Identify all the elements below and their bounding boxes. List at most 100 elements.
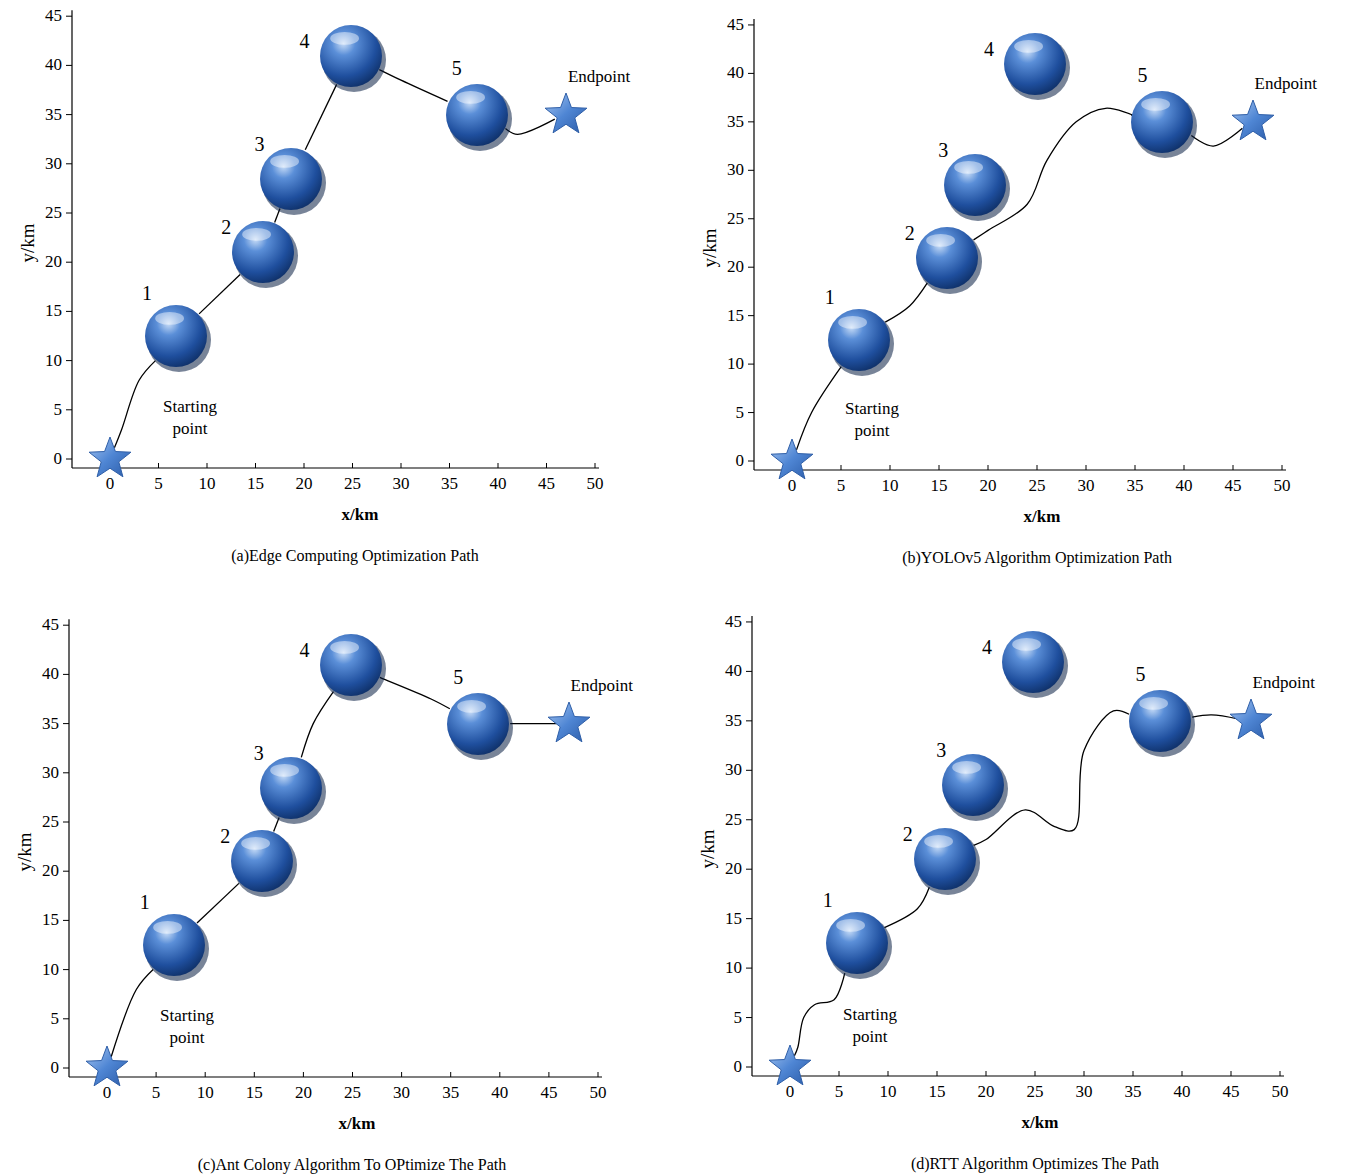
sphere-icon bbox=[142, 913, 206, 977]
point-label: Starting point bbox=[147, 1005, 227, 1049]
y-tick-label: 35 bbox=[22, 105, 62, 125]
x-tick-label: 25 bbox=[1015, 1082, 1055, 1102]
obstacle-number: 1 bbox=[820, 286, 840, 309]
y-axis-title: y/km bbox=[18, 213, 38, 273]
y-tick-label: 40 bbox=[704, 63, 744, 83]
plot-axes bbox=[66, 10, 599, 468]
point-label: Endpoint bbox=[1253, 673, 1315, 693]
sphere-icon bbox=[915, 226, 979, 290]
obstacle-number: 2 bbox=[898, 823, 918, 846]
star-marker: Endpoint bbox=[544, 93, 588, 137]
point-label: Endpoint bbox=[571, 676, 633, 696]
obstacle-sphere: 2 bbox=[231, 220, 295, 284]
y-tick-label: 35 bbox=[704, 112, 744, 132]
obstacle-sphere: 1 bbox=[144, 304, 208, 368]
path-curve bbox=[114, 361, 155, 448]
y-tick-label: 0 bbox=[19, 1058, 59, 1078]
obstacle-sphere: 4 bbox=[319, 24, 383, 88]
sphere-icon bbox=[445, 83, 509, 147]
obstacle-sphere: 4 bbox=[1001, 630, 1065, 694]
y-tick-label: 5 bbox=[702, 1008, 742, 1028]
point-label: Starting point bbox=[830, 1004, 910, 1048]
obstacle-sphere: 5 bbox=[446, 692, 510, 756]
x-tick-label: 40 bbox=[478, 474, 518, 494]
sphere-icon bbox=[1003, 32, 1067, 96]
obstacle-sphere: 2 bbox=[230, 829, 294, 893]
x-tick-label: 15 bbox=[919, 476, 959, 496]
obstacle-number: 5 bbox=[447, 57, 467, 80]
path-curve bbox=[885, 283, 927, 322]
x-tick-label: 5 bbox=[136, 1083, 176, 1103]
x-tick-label: 35 bbox=[431, 1083, 471, 1103]
x-tick-label: 40 bbox=[1162, 1082, 1202, 1102]
y-tick-label: 25 bbox=[704, 209, 744, 229]
x-tick-label: 5 bbox=[819, 1082, 859, 1102]
y-tick-label: 25 bbox=[19, 812, 59, 832]
obstacle-number: 2 bbox=[215, 825, 235, 848]
y-tick-label: 40 bbox=[702, 661, 742, 681]
y-axis-title: y/km bbox=[698, 819, 718, 879]
plot-axes bbox=[746, 616, 1284, 1076]
x-tick-label: 10 bbox=[868, 1082, 908, 1102]
path-curve bbox=[379, 70, 447, 102]
path-curve bbox=[797, 367, 842, 450]
point-label: Starting point bbox=[832, 398, 912, 442]
path-curve bbox=[305, 84, 336, 149]
y-tick-label: 0 bbox=[704, 451, 744, 471]
x-tick-label: 40 bbox=[480, 1083, 520, 1103]
plot-axes bbox=[63, 619, 602, 1077]
x-tick-label: 15 bbox=[236, 474, 276, 494]
x-tick-label: 10 bbox=[870, 476, 910, 496]
y-tick-label: 30 bbox=[702, 760, 742, 780]
y-tick-label: 30 bbox=[19, 763, 59, 783]
sphere-icon bbox=[941, 753, 1005, 817]
x-tick-label: 50 bbox=[575, 474, 615, 494]
y-tick-label: 25 bbox=[22, 203, 62, 223]
y-tick-label: 0 bbox=[22, 449, 62, 469]
x-tick-label: 30 bbox=[1064, 1082, 1104, 1102]
sphere-icon bbox=[259, 147, 323, 211]
x-tick-label: 35 bbox=[430, 474, 470, 494]
y-tick-label: 5 bbox=[22, 400, 62, 420]
x-tick-label: 10 bbox=[185, 1083, 225, 1103]
panel-caption: (d)RTT Algorithm Optimizes The Path bbox=[775, 1154, 1295, 1174]
obstacle-sphere: 2 bbox=[913, 827, 977, 891]
path-curve bbox=[197, 883, 239, 923]
y-tick-label: 35 bbox=[702, 711, 742, 731]
sphere-icon bbox=[1001, 630, 1065, 694]
star-icon bbox=[547, 702, 591, 746]
path-curve bbox=[199, 274, 240, 313]
y-tick-label: 25 bbox=[702, 810, 742, 830]
obstacle-sphere: 4 bbox=[1003, 32, 1067, 96]
y-tick-label: 45 bbox=[19, 615, 59, 635]
sphere-icon bbox=[446, 692, 510, 756]
x-tick-label: 0 bbox=[770, 1082, 810, 1102]
sphere-icon bbox=[1130, 90, 1194, 154]
sphere-icon bbox=[827, 308, 891, 372]
y-tick-label: 35 bbox=[19, 714, 59, 734]
obstacle-number: 5 bbox=[1132, 64, 1152, 87]
obstacle-number: 2 bbox=[900, 222, 920, 245]
obstacle-number: 1 bbox=[137, 282, 157, 305]
path-curve bbox=[380, 677, 450, 708]
star-icon bbox=[1231, 100, 1275, 144]
sphere-icon bbox=[259, 756, 323, 820]
x-tick-label: 35 bbox=[1113, 1082, 1153, 1102]
sphere-icon bbox=[231, 220, 295, 284]
obstacle-number: 2 bbox=[216, 216, 236, 239]
x-tick-label: 30 bbox=[1066, 476, 1106, 496]
sphere-icon bbox=[1128, 689, 1192, 753]
obstacle-number: 1 bbox=[818, 889, 838, 912]
y-tick-label: 10 bbox=[702, 958, 742, 978]
obstacle-sphere: 1 bbox=[142, 913, 206, 977]
obstacle-sphere: 3 bbox=[259, 147, 323, 211]
x-tick-label: 15 bbox=[917, 1082, 957, 1102]
x-tick-label: 30 bbox=[382, 1083, 422, 1103]
obstacle-number: 5 bbox=[1130, 663, 1150, 686]
obstacle-sphere: 5 bbox=[1128, 689, 1192, 753]
obstacle-sphere: 3 bbox=[259, 756, 323, 820]
x-tick-label: 40 bbox=[1164, 476, 1204, 496]
point-label: Starting point bbox=[150, 396, 230, 440]
sphere-icon bbox=[913, 827, 977, 891]
star-marker: Endpoint bbox=[1229, 699, 1273, 743]
